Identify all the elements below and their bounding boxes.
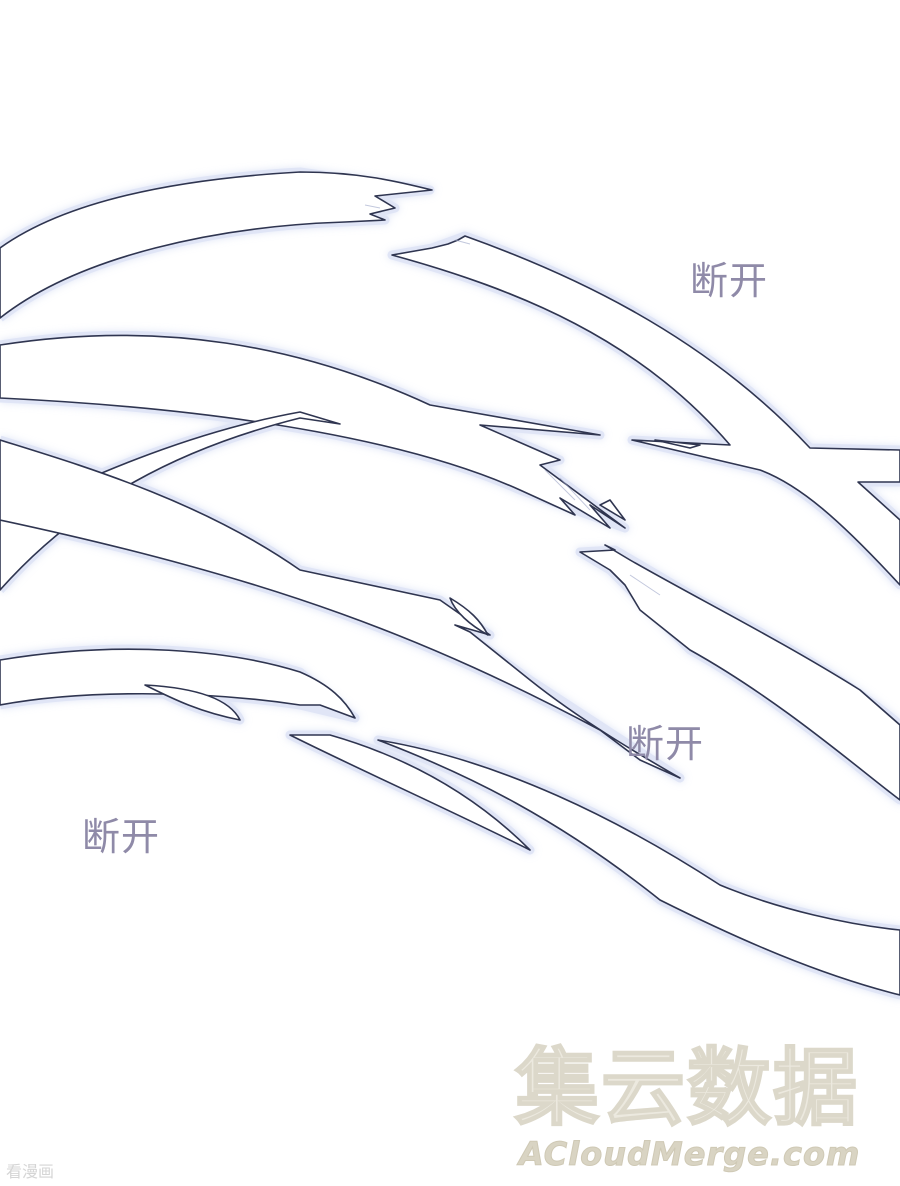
sound-effect-text: 断开 <box>626 722 705 766</box>
corner-logo: 看漫画 <box>6 1162 55 1181</box>
sound-effect-text: 断开 <box>690 259 769 303</box>
watermark-chinese: 集云数据 <box>514 1039 860 1137</box>
watermark: 集云数据 ACloudMerge.com <box>514 1039 900 1173</box>
sound-effect-text: 断开 <box>82 815 161 859</box>
watermark-english: ACloudMerge.com <box>519 1135 861 1173</box>
